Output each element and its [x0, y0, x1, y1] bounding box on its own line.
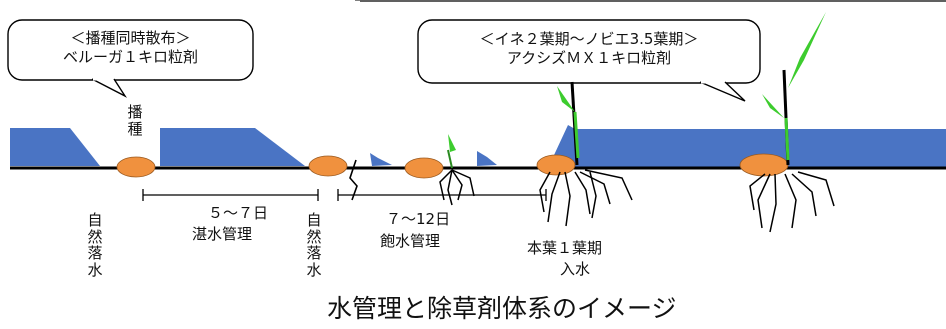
bubble2-line1: ＜イネ２葉期～ノビエ3.5葉期＞	[479, 30, 699, 48]
water-block-3	[548, 125, 946, 168]
sowing-char: 種	[127, 119, 143, 138]
seed-3	[404, 157, 444, 179]
bubble1-line1: ＜播種同時散布＞	[70, 29, 191, 47]
bubble2-text: ＜イネ２葉期～ノビエ3.5葉期＞ アクシズＭＸ１キロ粒剤	[418, 30, 760, 68]
drain1-char: 水	[87, 260, 103, 279]
sowing-label: 播 種	[126, 104, 144, 137]
drain1-char: 落	[87, 244, 103, 262]
water-wave-2	[477, 151, 497, 166]
seed-2	[308, 155, 348, 177]
seeds	[116, 153, 789, 179]
bubble2-line2: アクシズＭＸ１キロ粒剤	[506, 48, 672, 67]
flood-stage-line2: 入水	[560, 260, 591, 278]
seed-1	[116, 156, 156, 178]
drain2-char: 然	[306, 227, 322, 246]
period2-mode: 飽水管理	[380, 232, 441, 250]
water-block-1	[10, 128, 100, 166]
speech-bubble-2	[355, 0, 946, 102]
water-block-2	[160, 128, 305, 166]
natural-drain-label-2: 自 然 落 水	[305, 212, 323, 278]
one-leaf-plant	[539, 81, 633, 227]
diagram-caption: 水管理と除草剤体系のイメージ	[327, 294, 677, 323]
water-layer	[10, 125, 946, 168]
drain2-char: 水	[306, 260, 322, 279]
drain1-char: 然	[87, 227, 103, 246]
seed-4	[536, 154, 576, 176]
period1-days: ５～７日	[208, 204, 269, 222]
drain2-char: 自	[306, 211, 322, 229]
period1-mode: 湛水管理	[192, 225, 253, 243]
speech-bubble-1	[7, 19, 254, 98]
drain1-char: 自	[87, 211, 103, 229]
flood-stage-line1: 本葉１葉期	[527, 239, 603, 257]
sprout-plant	[439, 134, 475, 206]
bubble1-line2: ベルーガ１キロ粒剤	[62, 47, 198, 66]
bubble1-text: ＜播種同時散布＞ ベルーガ１キロ粒剤	[8, 29, 253, 67]
period-markers	[142, 189, 547, 201]
seed-5	[739, 153, 789, 177]
crack-mark	[349, 159, 358, 201]
natural-drain-label-1: 自 然 落 水	[86, 212, 104, 278]
drain2-char: 落	[306, 244, 322, 262]
sowing-char: 播	[127, 103, 143, 121]
mature-plant	[749, 12, 835, 233]
water-wave-1	[370, 153, 392, 166]
period2-days: ７～12日	[386, 210, 451, 228]
